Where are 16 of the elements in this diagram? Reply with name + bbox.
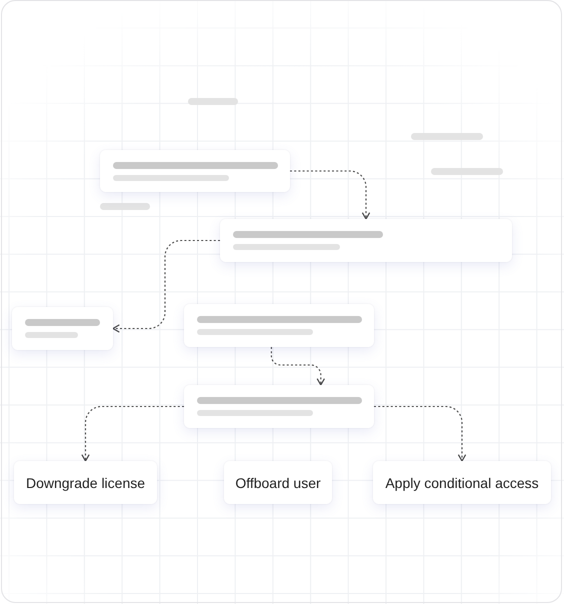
connector-arrow [112, 240, 220, 333]
connector-arrow [81, 406, 184, 462]
connector-arrow [270, 347, 325, 386]
action-label: Downgrade license [26, 474, 146, 490]
connector-arrow [374, 406, 466, 462]
connector-arrow [290, 170, 370, 220]
action-card [14, 461, 157, 504]
placeholder-card [12, 307, 113, 350]
action-card [224, 461, 332, 504]
action-card [373, 461, 551, 504]
placeholder-card [220, 219, 512, 262]
action-label: Apply conditional access [385, 474, 539, 490]
placeholder-card [100, 150, 290, 192]
placeholder-card [184, 304, 374, 347]
placeholder-card [184, 385, 374, 428]
action-label: Offboard user [235, 474, 321, 490]
